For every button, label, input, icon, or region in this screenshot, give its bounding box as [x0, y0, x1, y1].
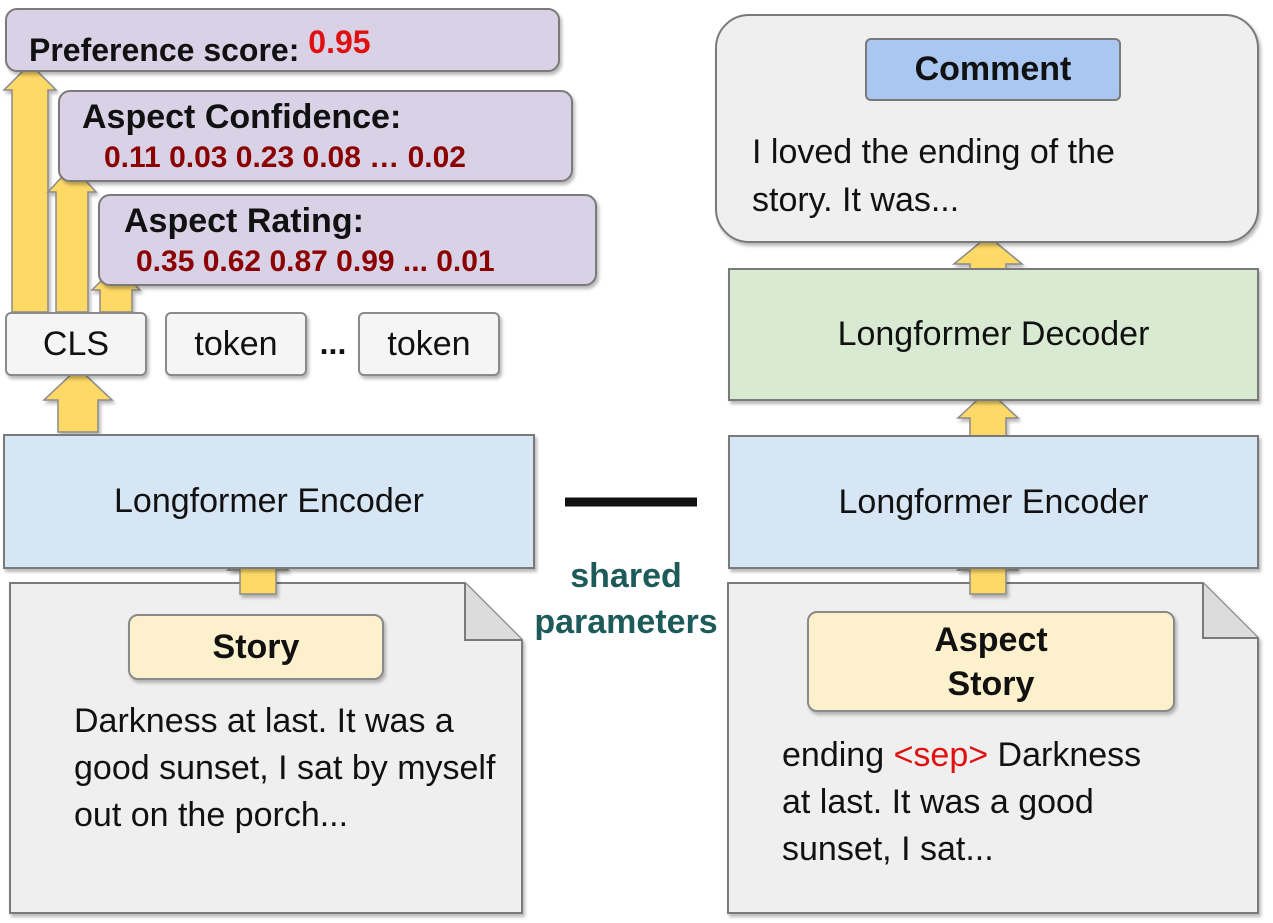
aspect-story-label: Aspect Story	[807, 611, 1175, 712]
aspect-confidence-box: Aspect Confidence: 0.11 0.03 0.23 0.08 ……	[58, 90, 573, 182]
arrow-to-confidence-icon	[46, 164, 98, 313]
arrow-encoder-to-cls-icon	[42, 366, 114, 433]
story-label: Story	[128, 614, 384, 680]
aspect-rating-label: Aspect Rating:	[124, 202, 364, 240]
aspect-story-line1: Aspect	[934, 620, 1048, 659]
aspect-story-text-line1-rest: Darkness	[997, 736, 1142, 774]
aspect-confidence-label: Aspect Confidence:	[82, 98, 402, 136]
token-ellipsis: ...	[319, 324, 347, 361]
shared-parameters-line1: shared	[570, 557, 682, 595]
left-longformer-encoder: Longformer Encoder	[3, 434, 535, 569]
aspect-story-text-line2: at last. It was a good	[782, 783, 1094, 821]
comment-label: Comment	[865, 38, 1121, 101]
comment-text: I loved the ending of the story. It was.…	[752, 133, 1115, 219]
aspect-story-line2: Story	[947, 664, 1035, 703]
story-document-fold	[464, 583, 522, 641]
arrow-to-preference-icon	[2, 62, 58, 313]
sep-token: <sep>	[893, 736, 989, 774]
token-1: token	[165, 312, 307, 376]
right-longformer-encoder: Longformer Encoder	[728, 435, 1259, 569]
aspect-name: ending	[782, 736, 885, 774]
cls-token: CLS	[5, 312, 147, 376]
preference-score-box: Preference score: 0.95	[5, 8, 560, 72]
aspect-rating-box: Aspect Rating: 0.35 0.62 0.87 0.99 ... 0…	[98, 194, 597, 286]
preference-score-label: Preference score:	[29, 32, 300, 68]
longformer-decoder: Longformer Decoder	[728, 268, 1259, 401]
aspect-story-text-line3: sunset, I sat...	[782, 830, 994, 868]
aspect-story-document-fold	[1202, 583, 1258, 639]
aspect-rating-values: 0.35 0.62 0.87 0.99 ... 0.01	[136, 245, 495, 278]
aspect-confidence-values: 0.11 0.03 0.23 0.08 … 0.02	[104, 141, 466, 174]
shared-parameters-label: shared parameters	[516, 552, 736, 646]
aspect-story-text: ending <sep> Darkness at last. It was a …	[782, 732, 1232, 873]
shared-parameters-line2: parameters	[534, 603, 718, 641]
token-2: token	[358, 312, 500, 376]
preference-score-value: 0.95	[308, 24, 371, 60]
aspect-story-text-line1: ending <sep> Darkness	[782, 732, 1232, 779]
story-text: Darkness at last. It was a good sunset, …	[74, 702, 496, 834]
